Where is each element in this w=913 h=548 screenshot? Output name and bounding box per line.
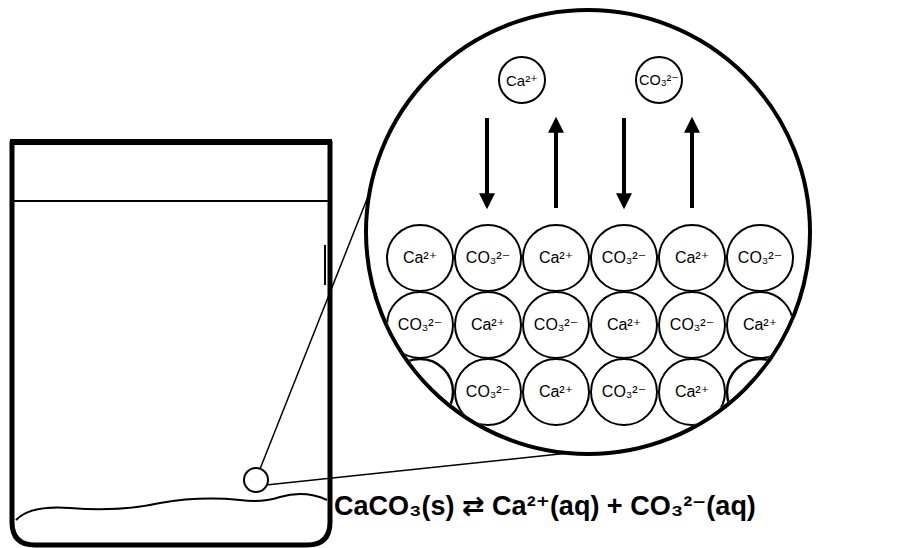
ion-circle: CO₃²⁻ [726, 224, 794, 292]
equation: CaCO₃(s) ⇄ Ca²⁺(aq) + CO₃²⁻(aq) [334, 492, 756, 522]
ion-label: Ca²⁺ [539, 250, 573, 266]
ion-circle: CO₃²⁻ [386, 291, 454, 359]
ion-label: Ca²⁺ [539, 384, 573, 400]
ion-circle: Ca²⁺ [726, 291, 794, 359]
ion-label: Ca²⁺ [675, 384, 709, 400]
ion-label: CO₃²⁻ [738, 250, 782, 266]
ion-circle: CO₃²⁻ [658, 291, 726, 359]
ion-circle: CO₃²⁻ [522, 291, 590, 359]
water-surface [14, 200, 328, 202]
ion-label: Ca²⁺ [506, 73, 538, 88]
ion-label: Ca²⁺ [607, 317, 641, 333]
arrow-up [690, 120, 694, 208]
ion-circle [727, 359, 793, 425]
ion-circle [387, 359, 453, 425]
ion-label: CO₃²⁻ [398, 317, 442, 333]
zoom-line [260, 194, 369, 469]
ion-label: CO₃²⁻ [670, 317, 714, 333]
beaker-mark [324, 245, 326, 285]
zoom-spot [244, 468, 268, 492]
ion-label: CO₃²⁻ [602, 250, 646, 266]
ion-circle: Ca²⁺ [522, 224, 590, 292]
beaker-wall [12, 141, 330, 545]
arrow-down [485, 118, 489, 206]
ion-circle: Ca²⁺ [522, 358, 590, 426]
solid-precipitate [16, 494, 327, 520]
ion-label: CO₃²⁻ [534, 317, 578, 333]
hidden-ions [387, 359, 793, 425]
ion-label: Ca²⁺ [675, 250, 709, 266]
ion-label: Ca²⁺ [403, 250, 437, 266]
ion-label: CO₃²⁻ [466, 384, 510, 400]
ion-label: CO₃²⁻ [639, 73, 679, 87]
ion-label: Ca²⁺ [743, 317, 777, 333]
arrow-up [554, 120, 558, 208]
ion-circle: CO₃²⁻ [590, 224, 658, 292]
magnifier-circle [366, 10, 810, 454]
arrow-down [622, 118, 626, 206]
ion-circle: CO₃²⁻ [635, 56, 683, 104]
ion-circle: Ca²⁺ [386, 224, 454, 292]
ion-label: CO₃²⁻ [466, 250, 510, 266]
beaker-rim [10, 139, 332, 145]
ion-circle: Ca²⁺ [658, 224, 726, 292]
ion-circle: CO₃²⁻ [590, 358, 658, 426]
ion-circle: Ca²⁺ [454, 291, 522, 359]
ion-label: Ca²⁺ [471, 317, 505, 333]
ion-circle: Ca²⁺ [498, 56, 546, 104]
ion-circle: CO₃²⁻ [454, 224, 522, 292]
zoom-line [266, 453, 569, 485]
ion-circle: Ca²⁺ [590, 291, 658, 359]
ion-label: CO₃²⁻ [602, 384, 646, 400]
